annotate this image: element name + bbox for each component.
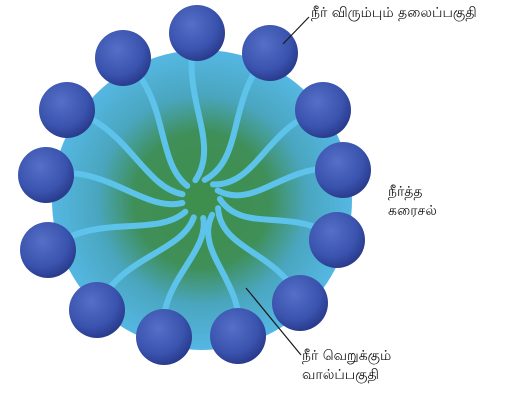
head-leader-line (283, 17, 309, 44)
dilute-solution-label: நீர்த்த கரைசல் (388, 183, 437, 221)
hydrophilic-head (169, 5, 225, 61)
dilute-solution-label-line2: கரைசல் (388, 202, 437, 221)
hydrophilic-head (295, 82, 351, 138)
hydrophilic-head-label-text: நீர் விரும்பும் தலைப்பகுதி (311, 5, 477, 21)
hydrophilic-head (210, 308, 266, 364)
hydrophilic-head (20, 222, 76, 278)
hydrophilic-head (69, 282, 125, 338)
hydrophobic-tail-label-line1: நீர் வெறுக்கும் (302, 347, 391, 366)
hydrophilic-head (309, 212, 365, 268)
dilute-solution-label-line1: நீர்த்த (388, 183, 437, 202)
hydrophilic-head (18, 147, 74, 203)
hydrophobic-tail-label: நீர் வெறுக்கும் வால்ப்பகுதி (302, 347, 391, 385)
hydrophilic-head (242, 25, 298, 81)
hydrophilic-head (315, 142, 371, 198)
hydrophilic-head (39, 82, 95, 138)
hydrophilic-head (95, 30, 151, 86)
hydrophobic-tail-label-line2: வால்ப்பகுதி (302, 366, 391, 385)
hydrophilic-head-label: நீர் விரும்பும் தலைப்பகுதி (311, 4, 477, 23)
hydrophilic-head (136, 309, 192, 365)
hydrophilic-head (272, 275, 328, 331)
